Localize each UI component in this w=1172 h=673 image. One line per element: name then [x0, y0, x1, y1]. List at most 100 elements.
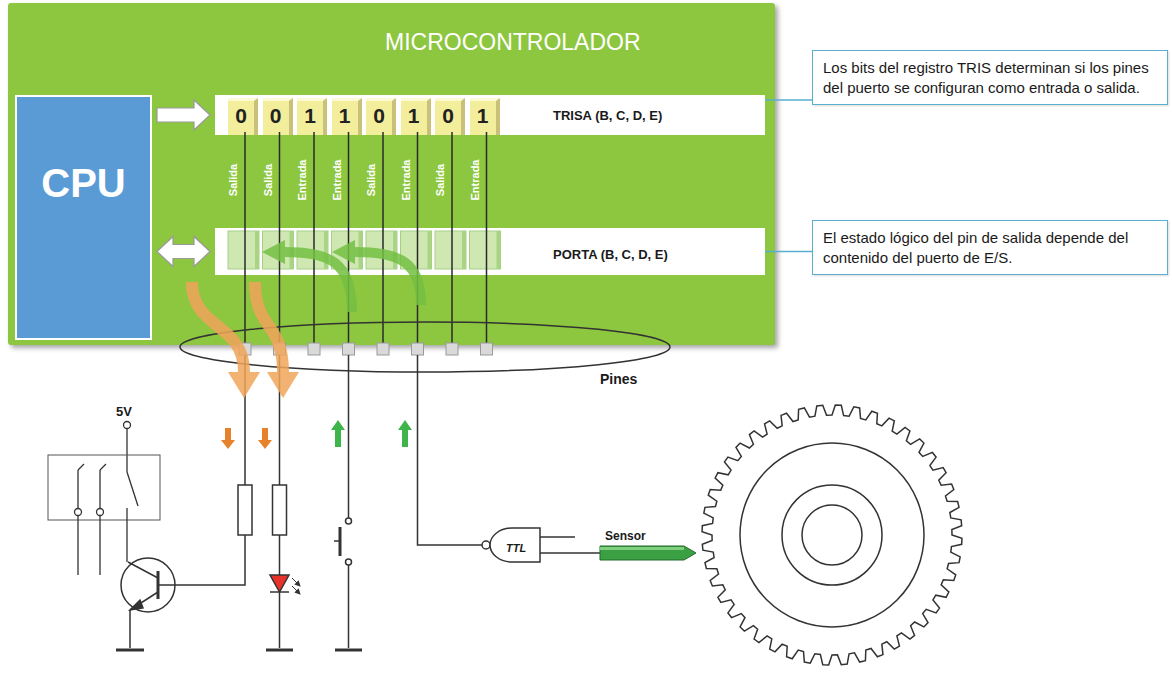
direction-label: Salida: [262, 164, 274, 196]
input-arrow: [355, 252, 421, 305]
transistor-symbol: [130, 592, 158, 610]
direction-label: Salida: [268, 180, 300, 192]
box-title: CPU: [41, 161, 125, 206]
bit-cell: 0: [228, 98, 258, 135]
pushbutton-symbol: [335, 649, 362, 652]
direction-label: Entrada: [296, 160, 308, 201]
port-cell: [428, 231, 432, 269]
transistor-symbol: [128, 562, 158, 578]
led-symbol: [266, 535, 300, 650]
gear-wheel: [702, 405, 962, 665]
led-symbol: [292, 586, 300, 594]
bit-cell: 1: [332, 98, 362, 135]
relay-symbol: [78, 464, 84, 470]
pushbutton-symbol: [334, 540, 340, 542]
direction-label: Salida: [233, 180, 265, 192]
pin: [412, 343, 424, 355]
direction-label: Entrada: [469, 160, 481, 201]
gear-wheel: [802, 505, 862, 565]
register-band: 00110101TRISA (B, C, D, E): [215, 95, 765, 135]
bit-value: 1: [339, 101, 351, 131]
input-arrow: [285, 252, 352, 312]
ttl-gate-symbol: [490, 528, 540, 562]
leader-line: [765, 99, 812, 101]
direction-label: Salida: [227, 164, 239, 196]
port-wire: [313, 132, 315, 352]
relay-symbol: [97, 509, 104, 516]
direction-label: Salida: [440, 180, 472, 192]
pushbutton-symbol: [334, 355, 362, 650]
relay-symbol: [127, 472, 138, 506]
pushbutton-symbol: [348, 565, 350, 648]
pin: [481, 343, 493, 355]
pin: [308, 343, 320, 355]
direction-label: Entrada: [331, 160, 343, 201]
relay-symbol: [126, 429, 127, 472]
direction-arrow: [258, 428, 272, 449]
callout-box: El estado lógico del pin de salida depen…: [812, 220, 1168, 275]
bit-cell: 0: [366, 98, 396, 135]
port-wire: [451, 132, 453, 352]
relay-symbol: [77, 516, 78, 575]
bit-cell: 1: [470, 98, 500, 135]
relay-symbol: [100, 464, 106, 470]
port-cell: [393, 231, 397, 269]
resistor-symbol: [273, 485, 287, 535]
ttl-gate-symbol: [418, 355, 483, 545]
relay-symbol: [126, 508, 127, 562]
led-symbol: [266, 649, 293, 652]
port-cell: [228, 231, 259, 269]
box-title: MICROCONTROLADOR: [385, 29, 641, 56]
transistor-symbol: [116, 649, 144, 652]
sensor-symbol: [600, 547, 684, 550]
bit-cell: 1: [401, 98, 431, 135]
leader-line: [765, 251, 812, 253]
pin: [446, 343, 458, 355]
direction-label: Salida: [371, 180, 403, 192]
output-arrow: [192, 282, 244, 372]
port-cell: [470, 231, 501, 269]
port-wire: [244, 132, 246, 352]
relay-symbol: [48, 422, 160, 576]
bit-cell: 0: [263, 98, 293, 135]
output-arrow: [267, 372, 299, 398]
supply-label: 5V: [116, 402, 132, 420]
port-cell: [435, 231, 466, 269]
output-arrow: [192, 282, 299, 398]
relay-symbol: [77, 470, 78, 508]
port-wire: [486, 132, 488, 352]
direction-label: Salida: [434, 164, 446, 196]
pushbutton-symbol: [346, 518, 352, 524]
sensor-symbol: [600, 546, 696, 560]
pin: [343, 343, 355, 355]
relay-symbol: [75, 509, 82, 516]
bus-arrow: [157, 100, 210, 130]
ttl-gate-symbol: [540, 552, 600, 554]
bit-value: 1: [304, 101, 316, 131]
gear-wheel: [702, 405, 962, 665]
gear-wheel: [740, 443, 924, 627]
ttl-gate-symbol: [482, 541, 490, 549]
bit-value: 0: [270, 101, 282, 131]
direction-arrow: [331, 420, 345, 447]
port-wire: [245, 132, 487, 352]
gear-wheel: [782, 485, 882, 585]
callout-text: El estado lógico del pin de salida depen…: [823, 228, 1157, 267]
input-arrow: [262, 240, 285, 264]
port-cell: [497, 231, 501, 269]
port-wire: [348, 132, 350, 352]
pins-ellipse: [180, 322, 670, 372]
gate-label: TTL: [506, 542, 526, 554]
bit-cell: 1: [297, 98, 327, 135]
port-wire: [417, 132, 419, 352]
ttl-gate-symbol: [418, 355, 601, 562]
direction-label: Salida: [365, 164, 377, 196]
port-cell: [255, 231, 259, 269]
relay-symbol: [48, 455, 160, 520]
port-wire: [382, 132, 384, 352]
callout-text: Los bits del registro TRIS determinan si…: [823, 58, 1157, 97]
